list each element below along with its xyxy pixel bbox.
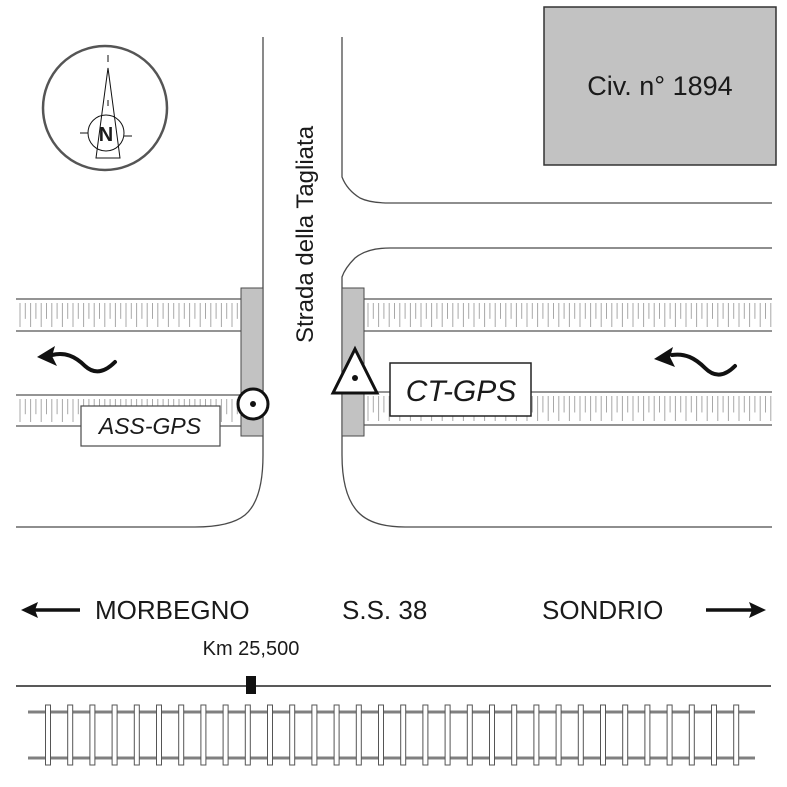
railway-sleeper (577, 704, 584, 766)
railway-sleeper (466, 704, 473, 766)
ct-gps-label-box: CT-GPS (389, 362, 532, 417)
ct-gps-marker[interactable] (330, 345, 380, 395)
building-label: Civ. n° 1894 (587, 71, 732, 101)
railway (28, 704, 755, 766)
flow-arrow-left-icon (37, 346, 117, 374)
railway-sleeper (156, 704, 162, 766)
railway-sleeper (422, 704, 429, 766)
railway-sleeper (289, 704, 296, 766)
railway-sleeper (378, 704, 384, 766)
ruler-band-right-top (364, 298, 772, 332)
east-direction-label: SONDRIO (542, 595, 663, 625)
kilometer-marker (246, 676, 256, 694)
ass-gps-label: ASS-GPS (97, 413, 202, 439)
railway-sleeper (244, 704, 251, 766)
railway-sleeper (511, 704, 518, 766)
ct-gps-label: CT-GPS (406, 375, 517, 408)
railway-sleeper (733, 704, 740, 766)
side-road-label: Strada della Tagliata (292, 125, 319, 343)
railway-sleeper (133, 704, 140, 766)
railway-sleeper (400, 704, 407, 766)
west-direction-label: MORBEGNO (95, 595, 250, 625)
building-civ-1894: Civ. n° 1894 (543, 6, 777, 166)
railway-sleeper (688, 704, 695, 766)
railway-sleeper (311, 704, 318, 766)
kilometer-label: Km 25,500 (203, 638, 300, 660)
railway-sleeper (600, 704, 606, 766)
east-arrow-icon (706, 602, 766, 618)
side-road-left-edge (16, 37, 264, 528)
railway-sleeper (489, 704, 495, 766)
railway-sleeper (666, 704, 673, 766)
railway-sleeper (267, 704, 273, 766)
west-arrow-icon (21, 602, 80, 618)
railway-sleeper (67, 704, 74, 766)
ruler-band-left-top (16, 298, 241, 332)
railway-sleeper (178, 704, 185, 766)
railway-sleeper (644, 704, 651, 766)
flow-arrow-right-icon (654, 347, 737, 377)
road-name-label: S.S. 38 (342, 595, 427, 625)
railway-sleeper (111, 704, 118, 766)
side-road-right-edge-top (341, 37, 772, 204)
railway-sleeper (89, 704, 96, 766)
railway-sleeper (533, 704, 540, 766)
railway-sleeper (555, 704, 562, 766)
north-arrow-icon: N (41, 44, 169, 172)
compass-letter: N (99, 124, 113, 146)
railway-sleeper (200, 704, 207, 766)
railway-sleeper (711, 704, 717, 766)
ass-gps-label-box: ASS-GPS (80, 405, 221, 447)
railway-sleeper (45, 704, 51, 766)
triangle-dot-icon (330, 345, 380, 395)
railway-sleeper (355, 704, 362, 766)
ass-gps-marker[interactable] (236, 387, 270, 421)
railway-sleeper (222, 704, 229, 766)
railway-sleeper (622, 704, 629, 766)
railway-sleeper (444, 704, 451, 766)
railway-sleeper (333, 704, 340, 766)
